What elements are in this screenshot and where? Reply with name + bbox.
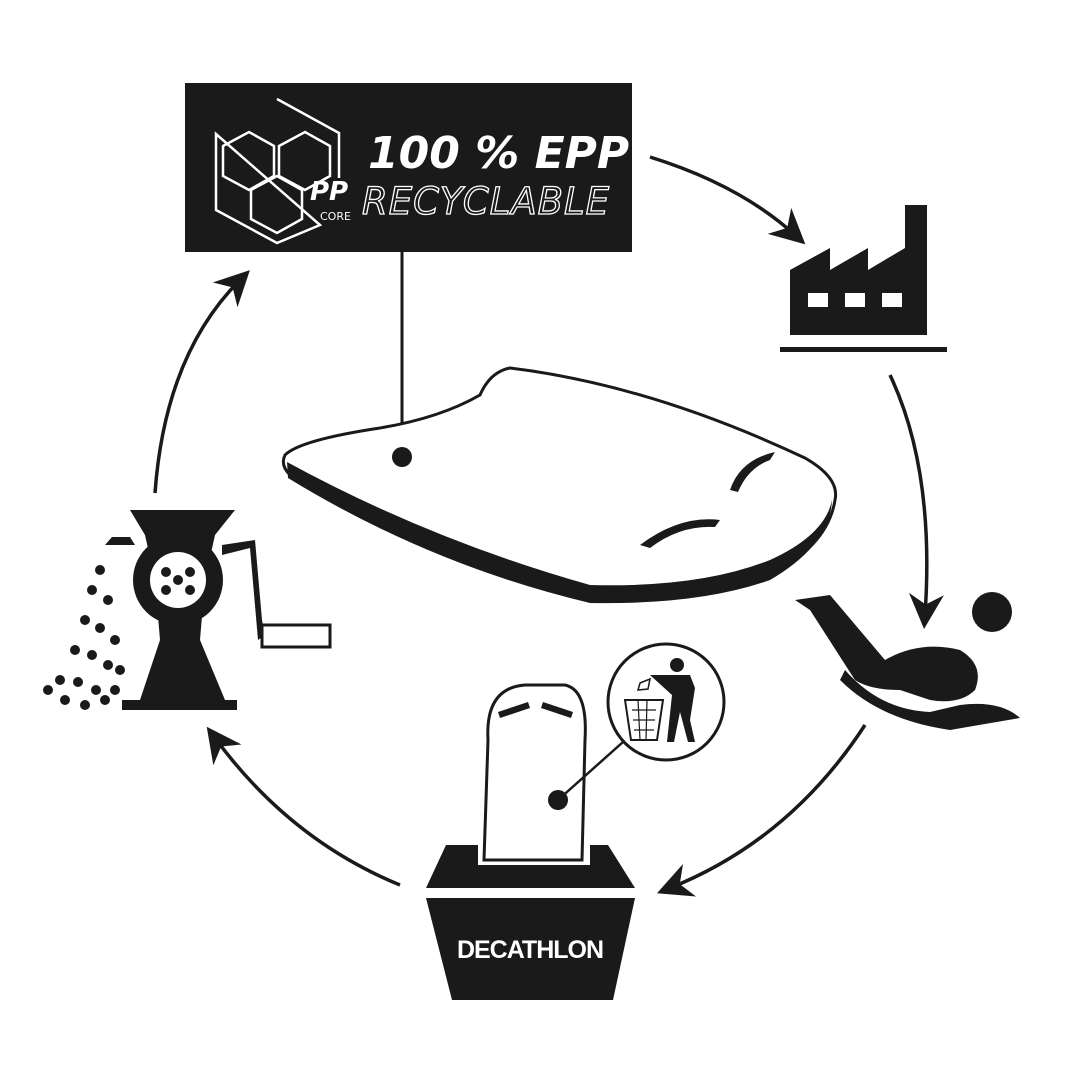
arrow-label-to-factory (649, 155, 806, 245)
arrow-use-to-bin (657, 724, 867, 897)
grinder-icon (43, 510, 332, 710)
pp-core-hexagon-logo (214, 97, 341, 245)
core-badge-text: CORE (320, 210, 351, 223)
cycle-arrows (153, 155, 944, 897)
headline-text: 100 % EPP (368, 128, 629, 179)
dispose-properly-icon (606, 642, 726, 762)
recyclable-text: RECYCLABLE (362, 180, 610, 223)
bodyboard-illustration (281, 366, 838, 604)
decathlon-logo: DECATHLON (457, 936, 603, 964)
decathlon-return-bin: DECATHLON (426, 683, 635, 1000)
pointer-dot (392, 447, 412, 467)
pp-badge-text: PP (310, 177, 348, 207)
arrow-factory-to-use (888, 374, 944, 629)
rider-on-bodyboard-icon (795, 592, 1020, 730)
arrow-grinder-to-label (153, 270, 250, 494)
epp-recyclable-label: PP CORE 100 % EPP RECYCLABLE (185, 83, 632, 252)
factory-icon (780, 205, 947, 352)
arrow-bin-to-grinder (206, 726, 401, 887)
pellets (43, 565, 125, 710)
